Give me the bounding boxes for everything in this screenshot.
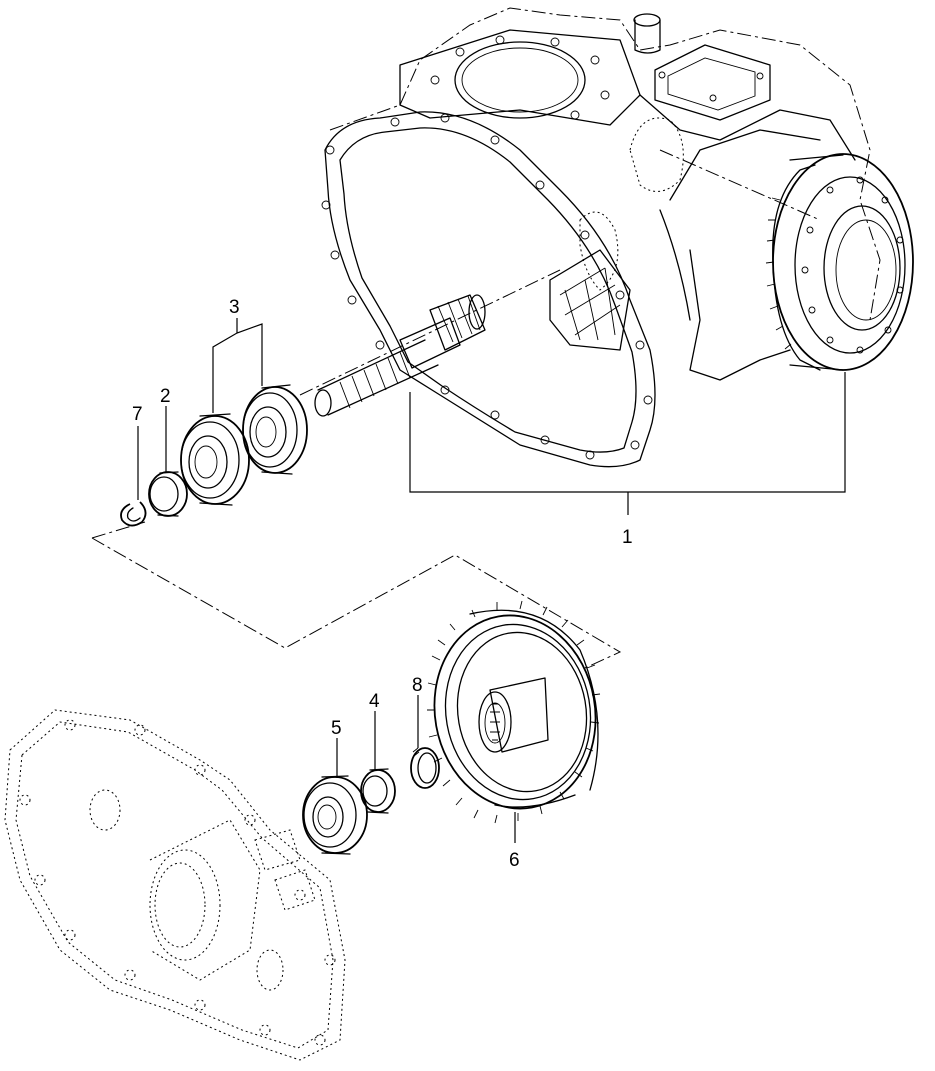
callout-3-bracket bbox=[212, 318, 263, 413]
snap-ring-lower bbox=[410, 747, 440, 789]
spacer-ring-lower bbox=[360, 768, 396, 814]
callout-2: 2 bbox=[160, 386, 171, 407]
callout-6: 6 bbox=[509, 850, 520, 871]
flange-bolt-holes bbox=[321, 113, 653, 460]
callout-7: 7 bbox=[132, 404, 143, 425]
spur-gear bbox=[427, 600, 601, 824]
assembly-centerline bbox=[91, 521, 622, 669]
spacer-ring bbox=[148, 471, 188, 517]
callout-4: 4 bbox=[369, 691, 380, 712]
pinion-shaft bbox=[314, 294, 486, 417]
callout-5: 5 bbox=[331, 718, 342, 739]
callout-3: 3 bbox=[229, 297, 240, 318]
rear-cover bbox=[4, 709, 346, 1061]
callout-1-bracket bbox=[409, 372, 846, 515]
transmission-housing bbox=[299, 7, 914, 468]
snap-ring-upper bbox=[120, 501, 147, 527]
bearing-pair bbox=[180, 384, 308, 506]
ring-gear-flange bbox=[765, 153, 914, 371]
callout-8: 8 bbox=[412, 675, 423, 696]
callout-1: 1 bbox=[622, 527, 633, 548]
bearing-lower bbox=[302, 775, 368, 855]
